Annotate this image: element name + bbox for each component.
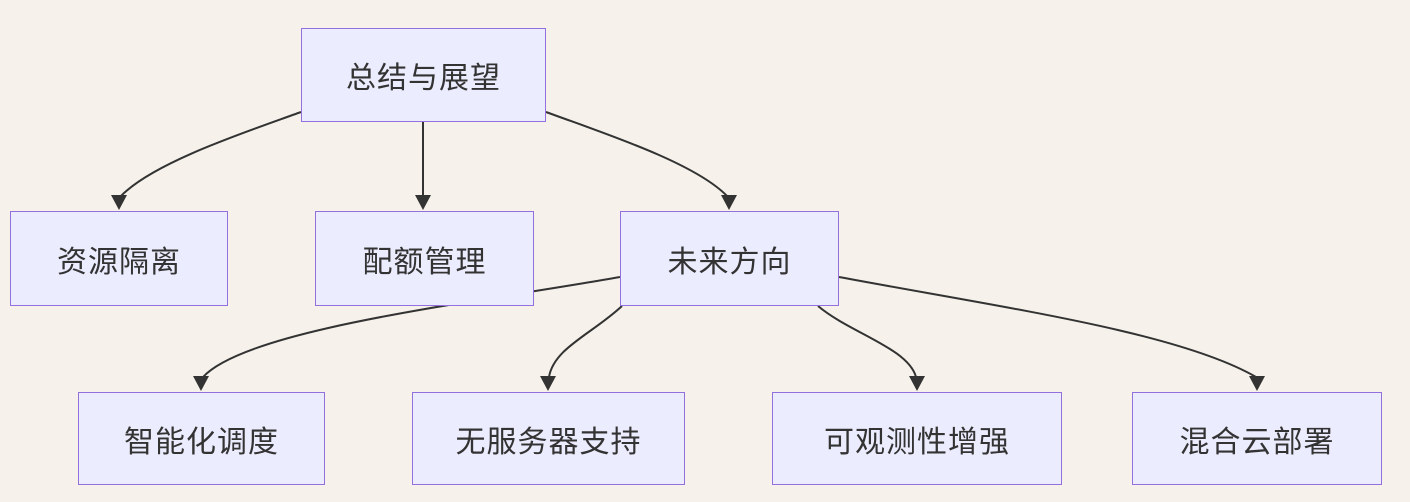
node-quota-management: 配额管理: [315, 211, 534, 306]
edge-future-to-hybrid: [838, 276, 1257, 378]
edge-summary-to-resource: [120, 111, 302, 197]
arrowhead-hybrid: [1249, 376, 1265, 391]
edge-summary-to-future: [545, 111, 728, 197]
node-summary-outlook: 总结与展望: [301, 28, 546, 122]
node-label: 资源隔离: [57, 245, 181, 279]
arrowhead-future: [721, 195, 737, 210]
node-intelligent-scheduling: 智能化调度: [78, 392, 325, 485]
node-future-direction: 未来方向: [620, 211, 839, 306]
node-label: 总结与展望: [346, 62, 501, 95]
node-serverless-support: 无服务器支持: [412, 392, 685, 485]
edge-future-to-observability: [817, 305, 917, 378]
node-resource-isolation: 资源隔离: [10, 211, 228, 306]
node-label: 混合云部署: [1179, 425, 1335, 459]
node-label: 无服务器支持: [455, 425, 642, 459]
node-observability-enhancement: 可观测性增强: [772, 392, 1062, 485]
node-label: 配额管理: [362, 245, 487, 279]
arrowhead-observability: [909, 376, 925, 391]
node-label: 智能化调度: [124, 425, 279, 459]
arrowhead-scheduling: [193, 376, 209, 391]
node-label: 未来方向: [667, 245, 792, 279]
edge-future-to-scheduling: [202, 276, 621, 378]
edge-future-to-serverless: [548, 305, 623, 378]
arrowhead-resource: [111, 195, 127, 210]
arrowhead-serverless: [540, 376, 556, 391]
arrowhead-quota: [415, 195, 431, 210]
node-label: 可观测性增强: [824, 425, 1010, 459]
node-hybrid-cloud-deployment: 混合云部署: [1132, 392, 1382, 485]
